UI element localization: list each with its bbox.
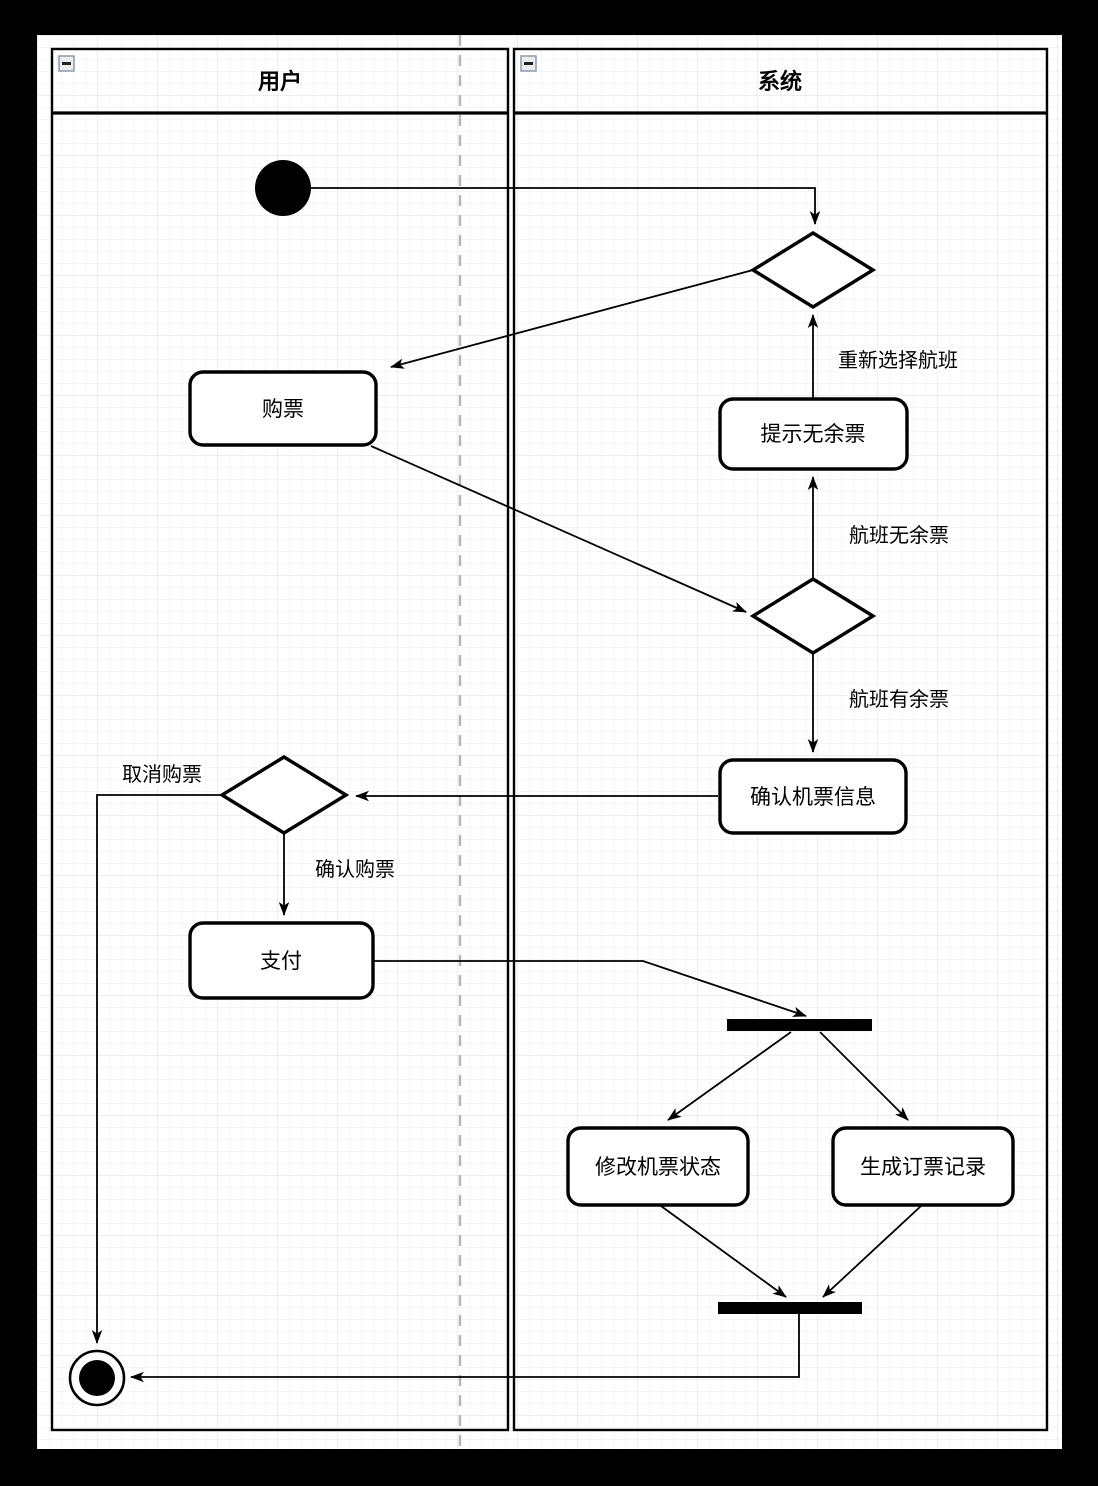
edge-fork-to-modify-status[interactable] bbox=[667, 1031, 792, 1121]
edge-join-to-end[interactable] bbox=[130, 1314, 800, 1383]
edge-decision1-to-buy-ticket[interactable] bbox=[390, 269, 754, 369]
canvas bbox=[37, 35, 1062, 1449]
edge-label-flight-has-ticket: 航班有余票 bbox=[849, 688, 949, 711]
edge-label-cancel-purchase: 取消购票 bbox=[122, 763, 202, 786]
activity-modify-ticket-status[interactable] bbox=[566, 1126, 750, 1207]
edge-labels: 重新选择航班 航班无余票 航班有余票 取消购票 确认购票 bbox=[119, 346, 962, 885]
decision2-diamond[interactable] bbox=[749, 577, 877, 655]
activity-pay-label: 支付 bbox=[260, 950, 302, 973]
lane-user-title: 用户 bbox=[258, 69, 302, 94]
end-node-inner-dot bbox=[79, 1360, 115, 1396]
lane-system-collapse-button[interactable] bbox=[520, 55, 537, 72]
edge-fork-to-generate-record[interactable] bbox=[819, 1031, 909, 1121]
lane-system-title: 系统 bbox=[758, 69, 802, 94]
activity-buy-ticket[interactable] bbox=[188, 370, 378, 447]
edge-start-to-decision1[interactable] bbox=[311, 187, 821, 225]
activity-confirm-ticket-info[interactable] bbox=[718, 758, 908, 835]
edge-pay-to-fork[interactable] bbox=[373, 960, 807, 1017]
edge-buy-ticket-to-decision2[interactable] bbox=[370, 445, 747, 613]
decision3-diamond[interactable] bbox=[218, 755, 350, 835]
nodes: 购票 提示无余票 确认机票信息 支付 修改机票状态 生成订票记录 bbox=[68, 160, 1015, 1407]
activity-pay[interactable] bbox=[188, 921, 375, 1000]
join-bar[interactable] bbox=[718, 1302, 862, 1314]
activity-prompt-no-ticket-label: 提示无余票 bbox=[761, 423, 866, 446]
end-node[interactable] bbox=[68, 1349, 126, 1407]
grid-major bbox=[37, 35, 1062, 1449]
edge-label-confirm-purchase: 确认购票 bbox=[315, 858, 395, 881]
edges bbox=[91, 187, 922, 1383]
start-node[interactable] bbox=[255, 160, 311, 216]
decision1-diamond[interactable] bbox=[749, 231, 877, 309]
fork-bar[interactable] bbox=[727, 1019, 872, 1031]
activity-confirm-ticket-info-label: 确认机票信息 bbox=[750, 786, 876, 809]
activity-generate-booking-record-label: 生成订票记录 bbox=[860, 1156, 986, 1179]
edge-label-flight-no-ticket: 航班无余票 bbox=[849, 524, 949, 547]
lane-user[interactable] bbox=[50, 47, 510, 1432]
lane-system[interactable] bbox=[512, 47, 1049, 1432]
activity-prompt-no-ticket[interactable] bbox=[718, 397, 909, 471]
swimlane-pool: 用户 系统 bbox=[50, 47, 1049, 1432]
activity-generate-booking-record[interactable] bbox=[831, 1126, 1015, 1207]
lane-user-collapse-button[interactable] bbox=[58, 55, 75, 72]
edge-modify-status-to-join[interactable] bbox=[660, 1205, 787, 1298]
activity-modify-ticket-status-label: 修改机票状态 bbox=[595, 1156, 721, 1179]
activity-buy-ticket-label: 购票 bbox=[262, 398, 304, 421]
edge-generate-record-to-join[interactable] bbox=[822, 1205, 922, 1298]
edge-decision3-cancel-to-end[interactable] bbox=[91, 794, 222, 1344]
edge-label-reselect-flight: 重新选择航班 bbox=[838, 349, 958, 372]
